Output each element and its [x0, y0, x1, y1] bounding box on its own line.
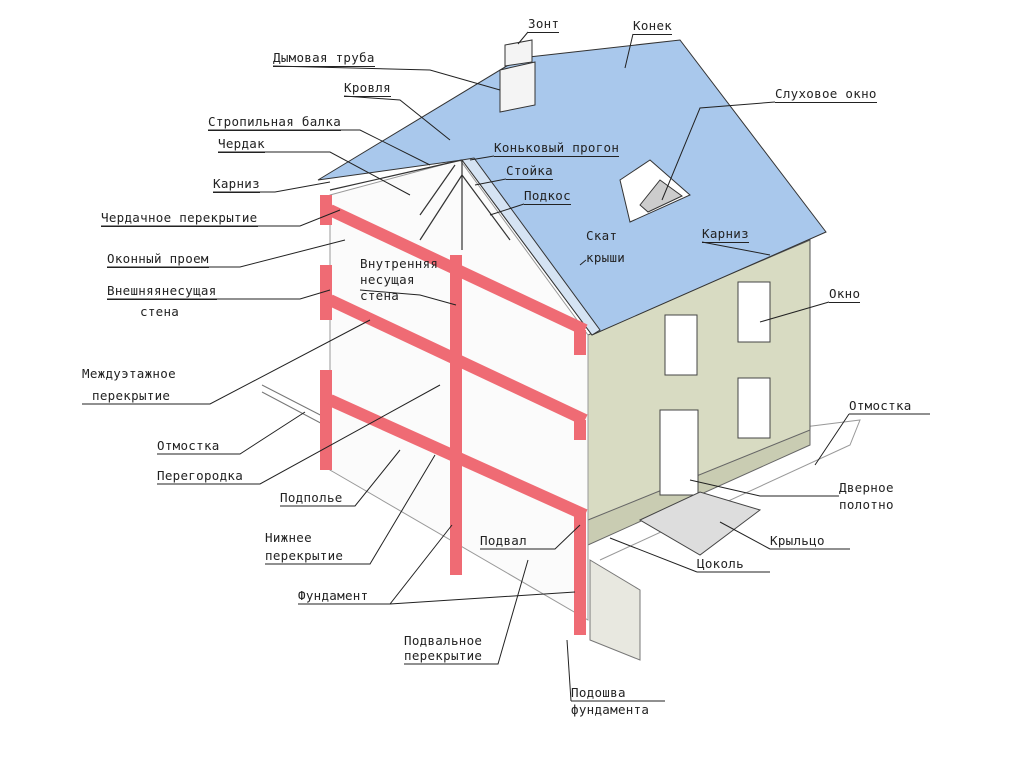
label-basement: Подвал: [480, 533, 527, 548]
label-inner-wall-2: несущая: [360, 272, 415, 287]
label-cornice-left: Карниз: [213, 176, 260, 193]
label-roofing: Кровля: [344, 80, 391, 97]
label-lower-floor-2: перекрытие: [265, 548, 344, 563]
label-foundation: Фундамент: [298, 588, 369, 603]
label-inner-wall-3: стена: [360, 288, 400, 303]
leader-lines: [82, 31, 930, 702]
label-partition: Перегородка: [157, 468, 244, 483]
label-basement-floor-1: Подвальное: [404, 633, 483, 648]
label-post: Стойка: [506, 163, 553, 180]
label-porch: Крыльцо: [770, 533, 825, 548]
label-outer-wall-1: Внешняянесущая: [107, 283, 217, 300]
load-bearing-structure: [320, 195, 588, 635]
label-basement-floor-2: перекрытие: [404, 648, 483, 663]
label-roof-slope-1: Скат: [586, 228, 618, 243]
label-cornice-right: Карниз: [702, 226, 749, 243]
label-plinth: Цоколь: [697, 556, 744, 571]
windows: [638, 281, 771, 556]
label-umbrella: Зонт: [528, 16, 560, 33]
label-door-2: полотно: [839, 497, 894, 512]
label-strut: Подкос: [524, 188, 571, 205]
label-window-opening: Оконный проем: [107, 251, 209, 268]
label-attic-floor: Чердачное перекрытие: [101, 210, 258, 227]
label-roof-slope-2: крыши: [586, 250, 626, 265]
label-attic: Чердак: [218, 136, 265, 153]
label-footing-2: фундамента: [571, 702, 650, 717]
label-interfloor-2: перекрытие: [92, 388, 171, 403]
label-ridge-purlin: Коньковый прогон: [494, 140, 620, 157]
chimney: [499, 39, 536, 113]
label-footing-1: Подошва: [571, 685, 626, 700]
label-chimney: Дымовая труба: [273, 50, 375, 67]
label-blind-area-left: Отмостка: [157, 438, 220, 453]
label-rafter: Стропильная балка: [208, 114, 342, 131]
label-door-1: Дверное: [839, 480, 894, 495]
roof-gable-edge: [461, 157, 601, 336]
label-inner-wall-1: Внутренняя: [360, 256, 439, 271]
dormer-window: [619, 159, 691, 223]
label-underfloor: Подполье: [280, 490, 343, 505]
label-blind-area-right: Отмостка: [849, 398, 912, 413]
label-interfloor-1: Междуэтажное: [82, 366, 176, 381]
label-dormer: Слуховое окно: [775, 86, 877, 103]
label-window: Окно: [829, 286, 861, 303]
label-outer-wall-2: стена: [140, 304, 180, 319]
attic-truss: [329, 159, 511, 250]
label-lower-floor-1: Нижнее: [265, 530, 312, 545]
label-ridge: Конек: [633, 18, 673, 35]
